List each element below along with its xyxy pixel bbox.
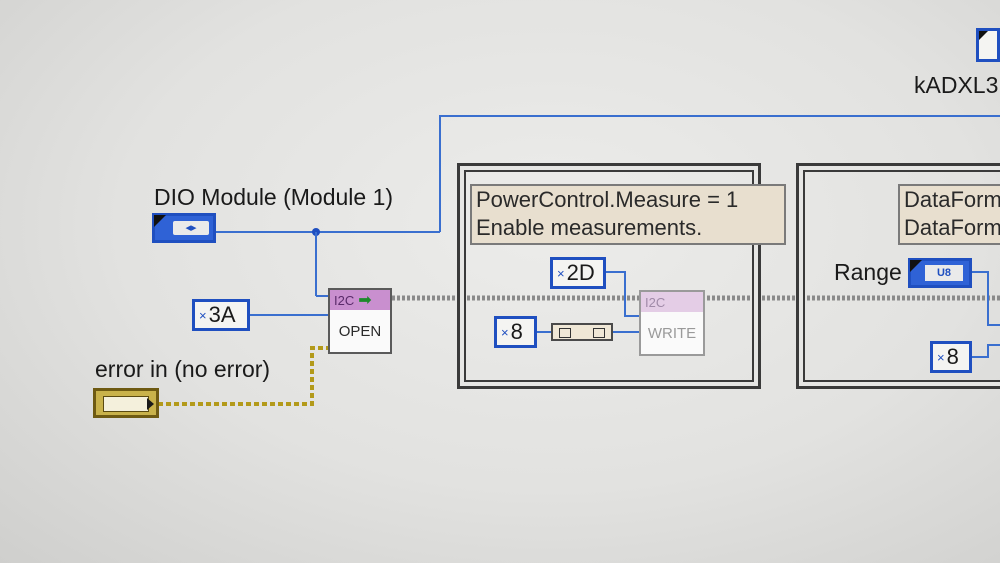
error-cluster-icon — [103, 396, 149, 412]
data-comment-line1: DataForm — [904, 187, 1000, 212]
output-arrow-icon — [147, 398, 154, 410]
i2c-write-header: I2C — [641, 292, 703, 312]
corner-arrow-icon — [910, 260, 922, 272]
range-label: Range — [834, 259, 902, 285]
corner-arrow-icon — [979, 31, 988, 40]
count-value-2: 8 — [946, 344, 959, 369]
corner-arrow-icon — [154, 215, 166, 227]
power-control-comment: PowerControl.Measure = 1 Enable measurem… — [470, 184, 786, 245]
enum-arrows-icon: ◂▸ — [173, 221, 209, 235]
count-value: 8 — [510, 319, 523, 344]
build-array-node[interactable] — [551, 323, 613, 341]
i2c-write-label: WRITE — [647, 324, 697, 342]
hex-prefix-icon: × — [937, 349, 945, 365]
array-icon — [559, 328, 571, 338]
u8-type-icon: U8 — [925, 265, 963, 281]
power-comment-line1: PowerControl.Measure = 1 — [476, 187, 739, 212]
error-in-label: error in (no error) — [95, 356, 271, 382]
kadxl-constant-icon[interactable] — [976, 28, 1000, 62]
dio-module-label: DIO Module (Module 1) — [154, 184, 394, 210]
hex-prefix-icon: × — [199, 307, 207, 323]
address-value: 3A — [208, 302, 236, 327]
sequence-frame-1[interactable] — [457, 163, 761, 389]
dio-module-control[interactable]: ◂▸ — [152, 213, 216, 243]
array-icon — [593, 328, 605, 338]
data-comment-line2: DataForm — [904, 215, 1000, 240]
register-constant[interactable]: × 2D — [550, 257, 606, 289]
i2c-write-vi[interactable]: I2C WRITE — [639, 290, 705, 356]
power-comment-line2: Enable measurements. — [476, 215, 703, 240]
arrow-right-icon: ➡ — [358, 292, 372, 309]
kadxl-label: kADXL3 — [914, 72, 999, 98]
hex-prefix-icon: × — [501, 324, 509, 340]
i2c-open-vi[interactable]: I2C ➡ OPEN — [328, 288, 392, 354]
i2c-open-label: OPEN — [338, 322, 382, 340]
count-constant[interactable]: × 8 — [494, 316, 537, 348]
address-constant[interactable]: × 3A — [192, 299, 250, 331]
count-constant-2[interactable]: × 8 — [930, 341, 972, 373]
data-format-comment: DataForm DataForm — [898, 184, 1000, 245]
range-control[interactable]: U8 — [908, 258, 972, 288]
sequence-frame-2[interactable] — [796, 163, 1000, 389]
hex-prefix-icon: × — [557, 265, 565, 281]
i2c-open-header: I2C — [334, 292, 355, 308]
error-in-control[interactable] — [93, 388, 159, 418]
register-value: 2D — [566, 260, 595, 285]
